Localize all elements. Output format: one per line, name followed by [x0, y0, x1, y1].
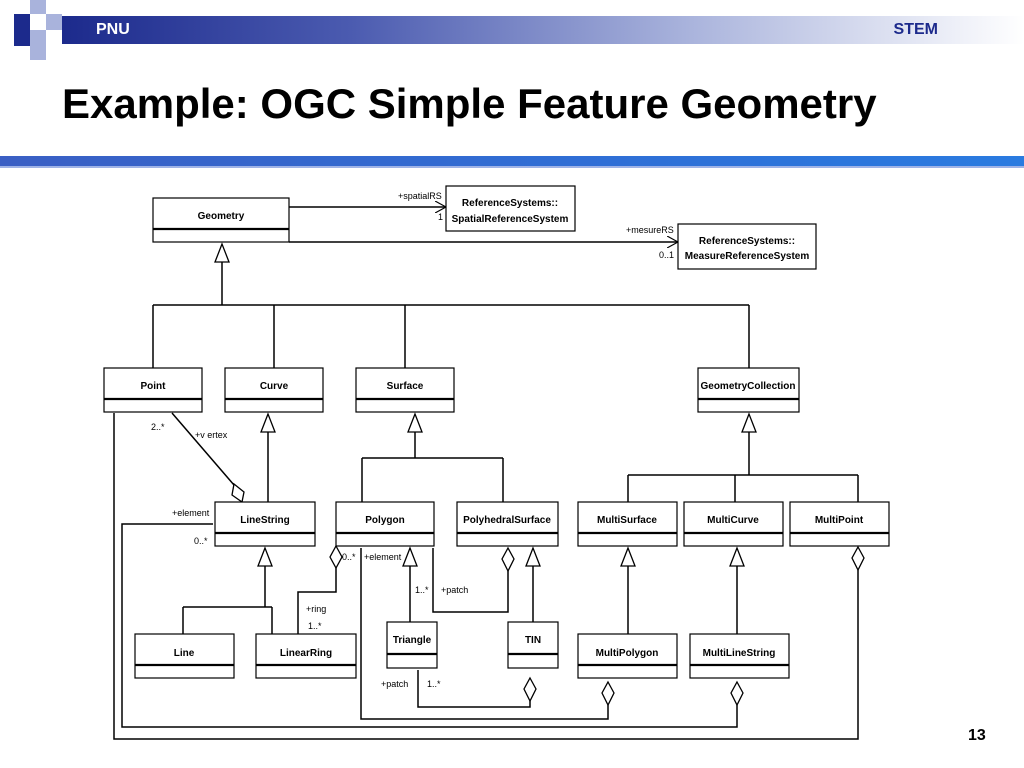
label-multi-line-string: MultiLineString: [703, 648, 776, 659]
slide-title: Example: OGC Simple Feature Geometry: [62, 80, 877, 127]
label-polyhedral-surface: PolyhedralSurface: [463, 515, 551, 526]
label-multi-surface: MultiSurface: [597, 515, 657, 526]
class-multi-line-string-box: [689, 633, 790, 679]
ann-element-role-ls: +element: [172, 508, 210, 518]
label-measure-rs-2: MeasureReferenceSystem: [685, 251, 810, 262]
ann-patch-mult-tin: 1..*: [427, 679, 441, 689]
label-multi-point: MultiPoint: [815, 515, 864, 526]
ann-ring-mult: 1..*: [308, 621, 322, 631]
label-geometry-collection: GeometryCollection: [700, 381, 795, 392]
ann-spatial-rs-role: +spatialRS: [398, 191, 442, 201]
header-bar: [62, 16, 1024, 44]
logo-square-4: [30, 30, 46, 46]
ann-polygon-ring-mult: 0..*: [342, 552, 356, 562]
class-spatial-rs-box: [445, 185, 576, 232]
ann-measure-rs-mult: 0..1: [659, 250, 674, 260]
logo-square-5: [14, 30, 30, 46]
logo-square-2: [30, 0, 46, 14]
title-rule: [0, 156, 1024, 166]
label-spatial-rs-1: ReferenceSystems::: [462, 198, 558, 209]
label-line: Line: [174, 648, 195, 659]
ann-measure-rs-role: +mesureRS: [626, 225, 674, 235]
ann-spatial-rs-mult: 1: [438, 212, 443, 222]
class-line-box: [134, 633, 235, 679]
label-geometry: Geometry: [198, 211, 245, 222]
class-multi-surface-box: [577, 501, 678, 547]
label-triangle: Triangle: [393, 635, 432, 646]
label-linear-ring: LinearRing: [280, 648, 332, 659]
page-number: 13: [968, 727, 986, 744]
label-point: Point: [141, 381, 167, 392]
label-line-string: LineString: [240, 515, 289, 526]
header-right-label: STEM: [893, 21, 938, 38]
label-spatial-rs-2: SpatialReferenceSystem: [452, 214, 569, 225]
ann-vertex-mult: 2..*: [151, 422, 165, 432]
class-multi-polygon-box: [577, 633, 678, 679]
class-measure-rs-box: [677, 223, 817, 270]
logo-square-1: [14, 14, 30, 30]
title-rule-thin: [0, 166, 1024, 168]
ann-ring-role: +ring: [306, 604, 326, 614]
ann-vertex-role: +v ertex: [195, 430, 228, 440]
label-multi-polygon: MultiPolygon: [596, 648, 659, 659]
class-linear-ring-box: [255, 633, 357, 679]
class-multi-point-box: [789, 501, 890, 547]
class-multi-curve-box: [683, 501, 784, 547]
label-multi-curve: MultiCurve: [707, 515, 759, 526]
label-polygon: Polygon: [365, 515, 404, 526]
class-triangle-box: [386, 621, 438, 669]
label-measure-rs-1: ReferenceSystems::: [699, 236, 795, 247]
class-curve-box: [224, 367, 324, 413]
ann-patch-role-tin: +patch: [381, 679, 408, 689]
label-curve: Curve: [260, 381, 289, 392]
class-geometry-box: [152, 197, 290, 243]
ann-patch-mult-poly: 1..*: [415, 585, 429, 595]
class-line-string-box: [214, 501, 316, 547]
class-polyhedral-surface-box: [456, 501, 559, 547]
label-tin: TIN: [525, 635, 541, 646]
ann-element-mult-ls: 0..*: [194, 536, 208, 546]
ann-patch-role-poly: +patch: [441, 585, 468, 595]
class-tin-box: [507, 621, 559, 669]
label-surface: Surface: [387, 381, 424, 392]
class-geometry-collection-box: [697, 367, 800, 413]
class-point-box: [103, 367, 203, 413]
class-surface-box: [355, 367, 455, 413]
header-left-label: PNU: [96, 21, 130, 38]
class-polygon-box: [335, 501, 435, 547]
logo-square-3: [46, 14, 62, 30]
logo-square-6: [30, 46, 46, 60]
ann-polygon-element-role: +element: [364, 552, 402, 562]
